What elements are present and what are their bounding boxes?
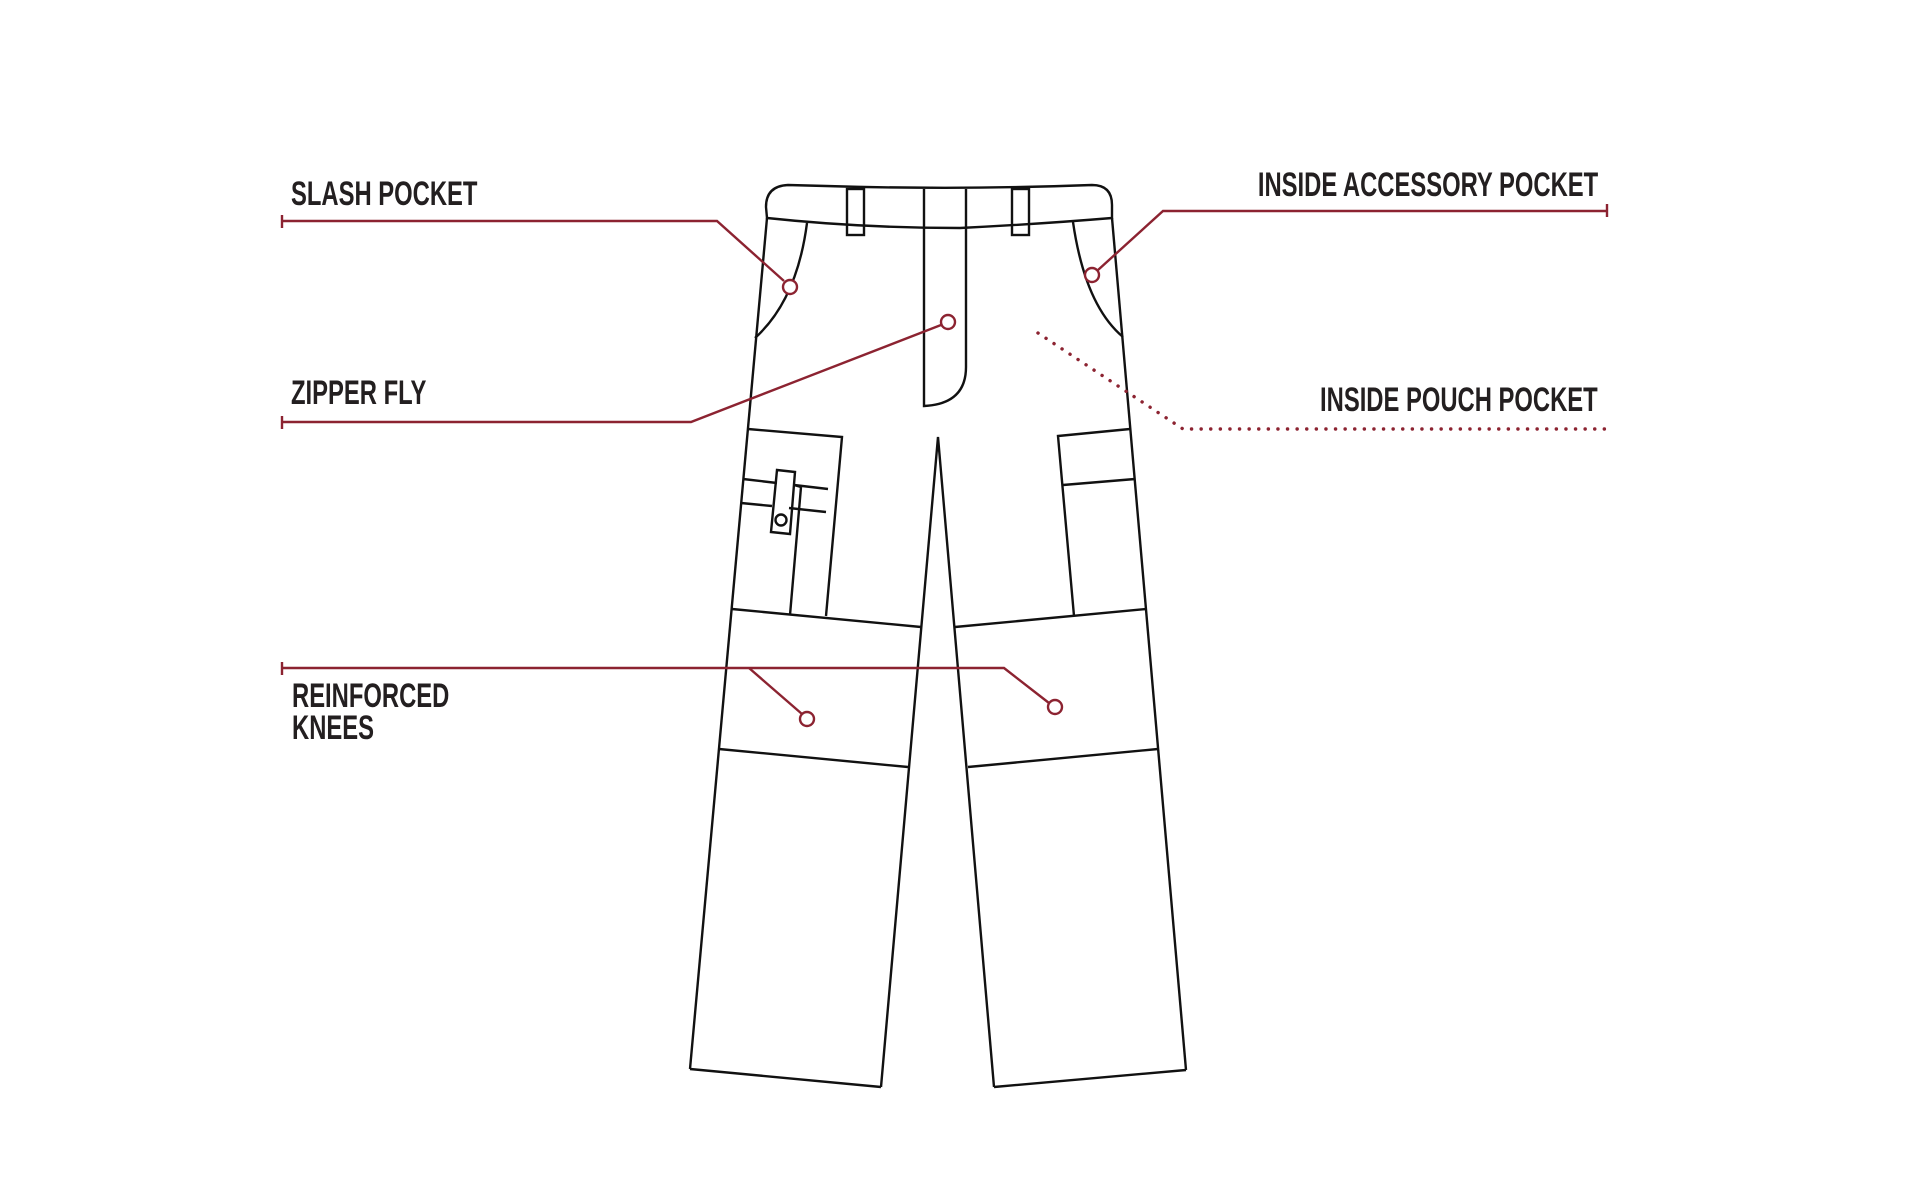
right-hem [993, 1068, 1187, 1089]
left-cargo-button [774, 513, 788, 527]
label-reinforced-knees-line-2: KNEES [292, 709, 374, 747]
left-cargo-flap-top [742, 477, 829, 491]
right-knee-top [954, 607, 1147, 629]
left-cargo-strap [788, 486, 803, 616]
callout-zipper-fly [280, 313, 957, 429]
belt-loop-left [845, 187, 866, 237]
left-knee-bottom [718, 747, 909, 769]
left-cargo-tab [769, 468, 797, 536]
inseam [879, 436, 996, 1088]
belt-loop-right [1010, 187, 1031, 237]
left-cargo-pocket [747, 427, 844, 617]
right-cargo-pocket [1056, 427, 1131, 617]
knee-right-marker-icon [1046, 698, 1064, 716]
callout-slash-pocket [280, 215, 799, 296]
label-reinforced-knees: REINFORCED KNEES [292, 677, 450, 747]
label-inside-accessory-pocket: INSIDE ACCESSORY POCKET [1257, 166, 1598, 204]
pants-outline [688, 183, 1188, 1089]
label-slash-pocket: SLASH POCKET [291, 175, 478, 213]
accessory-pocket-marker-icon [1083, 266, 1101, 284]
label-inside-pouch-pocket: INSIDE POUCH POCKET [1320, 381, 1598, 419]
knee-left-marker-icon [798, 710, 816, 728]
right-cargo-flap [1062, 477, 1136, 487]
left-cargo-strap-edge [793, 483, 802, 489]
label-zipper-fly: ZIPPER FLY [291, 374, 427, 412]
label-reinforced-knees-line-1: REINFORCED [292, 677, 450, 715]
left-hem [689, 1067, 882, 1089]
right-knee-bottom [967, 747, 1159, 769]
slash-pocket-right-opening [1071, 221, 1124, 338]
fly-placket [922, 189, 968, 408]
slash-pocket-marker-icon [781, 278, 799, 296]
left-knee-top [731, 607, 922, 629]
callout-inside-accessory-pocket [1083, 204, 1609, 284]
callout-inside-pouch-pocket [1036, 331, 1612, 431]
right-leg-outer-seam [1110, 217, 1188, 1071]
waistband [764, 183, 1114, 230]
left-cargo-flap-bottom [740, 501, 827, 514]
zipper-fly-marker-icon [939, 313, 957, 331]
left-leg-outer-seam [688, 217, 769, 1070]
callout-reinforced-knees [280, 662, 1064, 728]
slash-pocket-left-opening [754, 222, 809, 339]
callout-lines [280, 204, 1612, 728]
